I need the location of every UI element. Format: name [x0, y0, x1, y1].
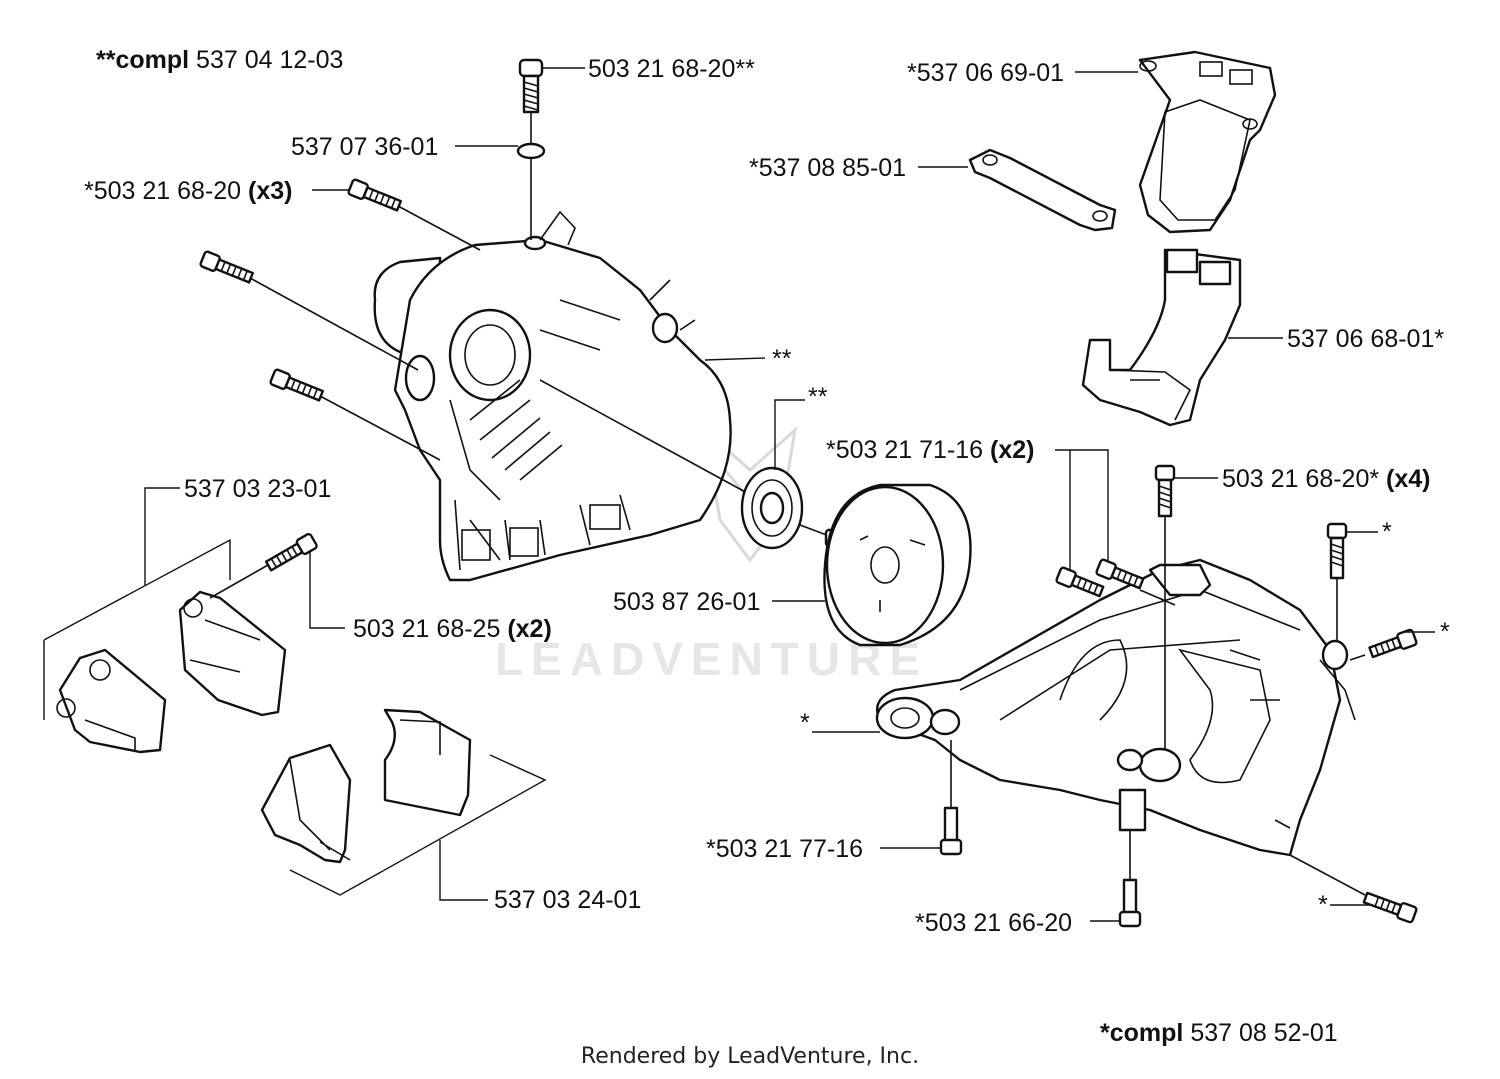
label-clamp-b: 537 03 24-01: [494, 886, 641, 914]
label-bolt-x2b: 503 21 68-25 (x2): [353, 615, 552, 643]
bearing: [539, 379, 804, 550]
footer-credit: Rendered by LeadVenture, Inc.: [580, 1044, 920, 1069]
clamp-b: [260, 708, 472, 864]
label-gasket-large: *537 06 69-01: [907, 59, 1064, 87]
assembly-bottom-label: *compl 537 08 52-01: [1100, 1019, 1338, 1047]
label-bolt-x4: 503 21 68-20* (x4): [1222, 465, 1431, 493]
clamp-a: [56, 532, 318, 754]
bracket-lines: [43, 449, 1109, 901]
flywheel: [799, 483, 972, 647]
label-bolt-bottom-b: *503 21 66-20: [915, 909, 1072, 937]
gasket-small: [968, 148, 1117, 232]
label-ring: 537 07 36-01: [291, 133, 438, 161]
label-bearing: **: [808, 383, 828, 411]
crankcase-half-left: [373, 210, 732, 582]
part-labels: **compl 537 04 12-03 503 21 68-20** 537 …: [84, 46, 1450, 1047]
label-bolt-bottom-a: *503 21 77-16: [706, 835, 863, 863]
label-bolt-top: 503 21 68-20**: [588, 55, 755, 83]
label-bolt-x3: *503 21 68-20 (x3): [84, 177, 293, 205]
label-star-bottom-right: *: [1318, 891, 1328, 919]
watermark-text: LEADVENTURE: [495, 633, 928, 685]
label-bolt-x2: *503 21 71-16 (x2): [826, 436, 1035, 464]
ring: [516, 142, 546, 160]
gasket-large: [1138, 50, 1277, 234]
assembly-top-label: **compl 537 04 12-03: [96, 46, 343, 74]
label-star-left-mid: *: [800, 709, 810, 737]
label-flywheel: 503 87 26-01: [613, 588, 760, 616]
watermark: LEADVENTURE: [495, 426, 928, 685]
label-cover: 537 06 68-01*: [1287, 325, 1444, 353]
leader-lines: [309, 67, 1435, 922]
cover: [1081, 248, 1242, 427]
label-gasket-small: *537 08 85-01: [749, 154, 906, 182]
label-star-right-top: *: [1382, 518, 1392, 546]
bolts-right: [939, 464, 1418, 928]
bolts-x3: [199, 178, 481, 461]
label-star-right-mid: *: [1440, 618, 1450, 646]
label-crankcase-half-a: **: [772, 345, 792, 373]
label-clamp-a: 537 03 23-01: [184, 475, 331, 503]
